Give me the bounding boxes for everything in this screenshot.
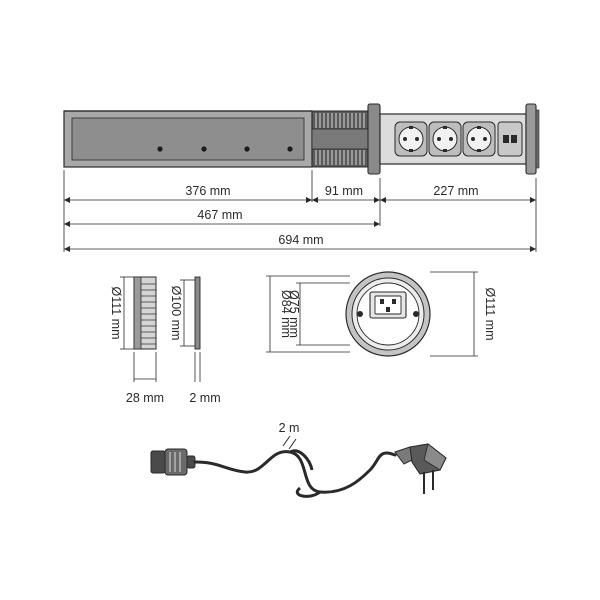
dim-ring-outer: Ø111 mm [109, 286, 123, 339]
dim-top-inner: Ø75 mm [287, 290, 301, 338]
dim-head-part: 227 mm [433, 184, 478, 198]
screw-icon [357, 311, 363, 317]
schuko-plug-icon [394, 443, 447, 494]
iec-inlet-icon [369, 291, 407, 319]
threaded-section [311, 110, 369, 168]
top-cap [525, 103, 537, 175]
side-view [63, 103, 540, 175]
side-dimensions [63, 170, 537, 252]
dim-top-mid: Ø84 mm [279, 290, 293, 338]
tube-hole [201, 146, 207, 152]
schuko-socket [462, 121, 496, 157]
flange-ring-view [120, 276, 157, 382]
iec-plug-icon [150, 448, 196, 476]
schuko-socket [428, 121, 462, 157]
dim-body-length: 467 mm [197, 208, 242, 222]
cable-line [193, 450, 397, 494]
tube-hole [157, 146, 163, 152]
screw-icon [413, 311, 419, 317]
cable-length-label: 2 m [279, 421, 300, 435]
power-cable [150, 435, 447, 498]
schuko-socket [394, 121, 428, 157]
tube-hole [287, 146, 293, 152]
dim-threaded-part: 91 mm [325, 184, 363, 198]
lower-flange [367, 103, 381, 175]
cover-plate-view [180, 276, 201, 382]
tube-inner-band [71, 117, 305, 161]
dim-top-outer: Ø111 mm [483, 287, 497, 340]
usb-module [497, 121, 523, 157]
dim-socket-part: 376 mm [185, 184, 230, 198]
top-view [266, 271, 478, 357]
dim-ring-inner: Ø100 mm [169, 286, 183, 341]
dim-total-length: 694 mm [278, 233, 323, 247]
dim-cover-thickness: 2 mm [189, 391, 220, 405]
tube-hole [244, 146, 250, 152]
dim-ring-height: 28 mm [126, 391, 164, 405]
